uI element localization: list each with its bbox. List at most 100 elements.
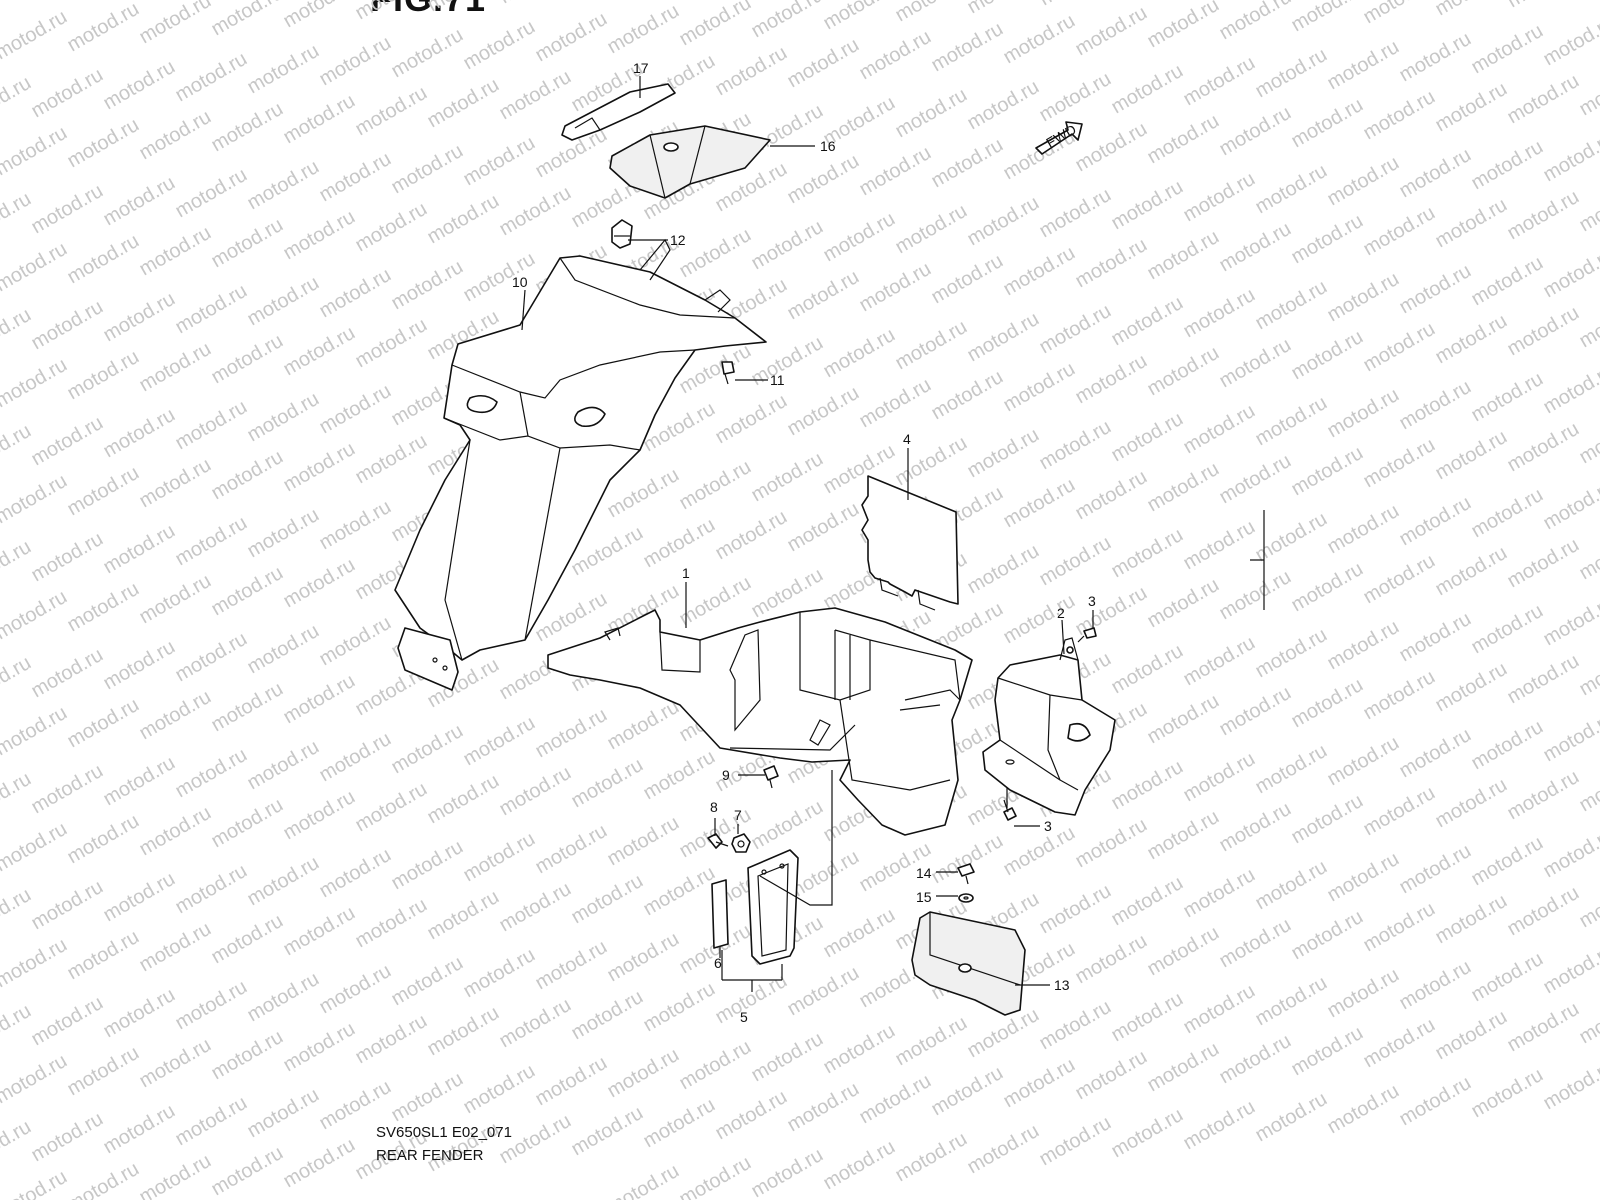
watermark-text: motod.ru (1360, 782, 1439, 841)
watermark-text: motod.ru (640, 978, 719, 1037)
watermark-text: motod.ru (172, 48, 251, 107)
watermark-text: motod.ru (28, 528, 107, 587)
part-9-bolt[interactable] (763, 765, 779, 789)
watermark-text: motod.ru (1036, 68, 1115, 127)
watermark-text: motod.ru (1504, 302, 1583, 361)
part-11-screw[interactable] (721, 361, 735, 385)
part-3-screw-bottom[interactable] (1003, 799, 1017, 821)
part-10-rear-fender[interactable] (394, 238, 767, 691)
watermark-text: motod.ru (28, 1108, 107, 1167)
watermark-text: motod.ru (352, 1010, 431, 1069)
callout-4: 4 (903, 431, 911, 447)
watermark-text: motod.ru (244, 156, 323, 215)
part-14-bolt[interactable] (957, 863, 975, 885)
watermark-text: motod.ru (1216, 334, 1295, 393)
watermark-text: motod.ru (64, 578, 143, 637)
watermark-text: motod.ru (1432, 310, 1511, 369)
watermark-text: motod.ru (316, 148, 395, 207)
watermark-text: motod.ru (0, 1050, 71, 1109)
watermark-text: motod.ru (208, 446, 287, 505)
watermark-text: motod.ru (1288, 790, 1367, 849)
watermark-text: motod.ru (1540, 824, 1600, 883)
watermark-text: motod.ru (0, 238, 71, 297)
watermark-text: motod.ru (1252, 972, 1331, 1031)
watermark-text: motod.ru (1216, 798, 1295, 857)
part-13-guard[interactable] (911, 911, 1026, 1016)
part-15-washer[interactable] (958, 893, 974, 903)
callout-12: 12 (670, 232, 686, 248)
watermark-text: motod.ru (640, 1094, 719, 1153)
part-4-plate[interactable] (861, 475, 959, 611)
watermark-text: motod.ru (1000, 358, 1079, 417)
watermark-text: motod.ru (1468, 600, 1547, 659)
watermark-text: motod.ru (1540, 592, 1600, 651)
watermark-text: motod.ru (532, 1052, 611, 1111)
watermark-text: motod.ru (1036, 1112, 1115, 1171)
watermark-text: motod.ru (532, 8, 611, 67)
watermark-text: motod.ru (28, 180, 107, 239)
watermark-text: motod.ru (1216, 914, 1295, 973)
watermark-text: motod.ru (316, 960, 395, 1019)
watermark-text: motod.ru (676, 1152, 755, 1200)
watermark-text: motod.ru (1000, 1054, 1079, 1113)
part-6-pad[interactable] (711, 879, 729, 949)
part-8-bolt[interactable] (707, 833, 729, 849)
watermark-text: motod.ru (1252, 624, 1331, 683)
watermark-text: motod.ru (1360, 318, 1439, 377)
watermark-text: motod.ru (1360, 86, 1439, 145)
watermark-text: motod.ru (1432, 78, 1511, 137)
watermark-text: motod.ru (244, 272, 323, 331)
part-7-nut[interactable] (731, 833, 751, 853)
watermark-text: motod.ru (1396, 956, 1475, 1015)
part-12-clip[interactable] (611, 219, 633, 249)
watermark-text: motod.ru (424, 74, 503, 133)
watermark-text: motod.ru (892, 0, 971, 26)
part-5-holder[interactable] (747, 849, 799, 965)
watermark-text: motod.ru (64, 926, 143, 985)
watermark-text: motod.ru (1216, 1030, 1295, 1089)
part-3-screw-top[interactable] (1077, 627, 1097, 643)
watermark-text: motod.ru (1144, 0, 1223, 52)
watermark-text: motod.ru (1180, 400, 1259, 459)
watermark-text: motod.ru (0, 122, 71, 181)
part-16-cover[interactable] (609, 125, 771, 199)
watermark-text: motod.ru (856, 26, 935, 85)
watermark-text: motod.ru (208, 1026, 287, 1085)
watermark-text: motod.ru (352, 778, 431, 837)
part-17-strap[interactable] (561, 83, 676, 141)
watermark-text: motod.ru (1180, 632, 1259, 691)
watermark-text: motod.ru (748, 448, 827, 507)
watermark-text: motod.ru (1396, 492, 1475, 551)
watermark-text: motod.ru (1324, 152, 1403, 211)
watermark-text: motod.ru (748, 0, 827, 42)
watermark-text: motod.ru (748, 1028, 827, 1087)
watermark-text: motod.ru (1576, 62, 1600, 121)
watermark-text: motod.ru (1324, 384, 1403, 443)
watermark-text: motod.ru (964, 0, 1043, 18)
watermark-text: motod.ru (1000, 822, 1079, 881)
watermark-text: motod.ru (316, 496, 395, 555)
watermark-text: motod.ru (0, 586, 71, 645)
watermark-text: motod.ru (1432, 194, 1511, 253)
watermark-text: motod.ru (460, 944, 539, 1003)
watermark-text: motod.ru (748, 216, 827, 275)
watermark-text: motod.ru (136, 686, 215, 745)
callout-16: 16 (820, 138, 836, 154)
watermark-text: motod.ru (1360, 550, 1439, 609)
watermark-text: motod.ru (1144, 458, 1223, 517)
watermark-text: motod.ru (460, 1060, 539, 1119)
watermark-text: motod.ru (964, 192, 1043, 251)
watermark-text: motod.ru (28, 992, 107, 1051)
part-2-bracket[interactable] (982, 637, 1116, 816)
watermark-text: motod.ru (1396, 144, 1475, 203)
part-1-under-tray[interactable] (547, 607, 973, 836)
watermark-text: motod.ru (100, 984, 179, 1043)
watermark-text: motod.ru (676, 456, 755, 515)
watermark-text: motod.ru (532, 820, 611, 879)
watermark-text: motod.ru (1468, 136, 1547, 195)
watermark-text: motod.ru (28, 876, 107, 935)
watermark-text: motod.ru (1180, 168, 1259, 227)
watermark-text: motod.ru (424, 886, 503, 945)
watermark-text: motod.ru (1252, 276, 1331, 335)
